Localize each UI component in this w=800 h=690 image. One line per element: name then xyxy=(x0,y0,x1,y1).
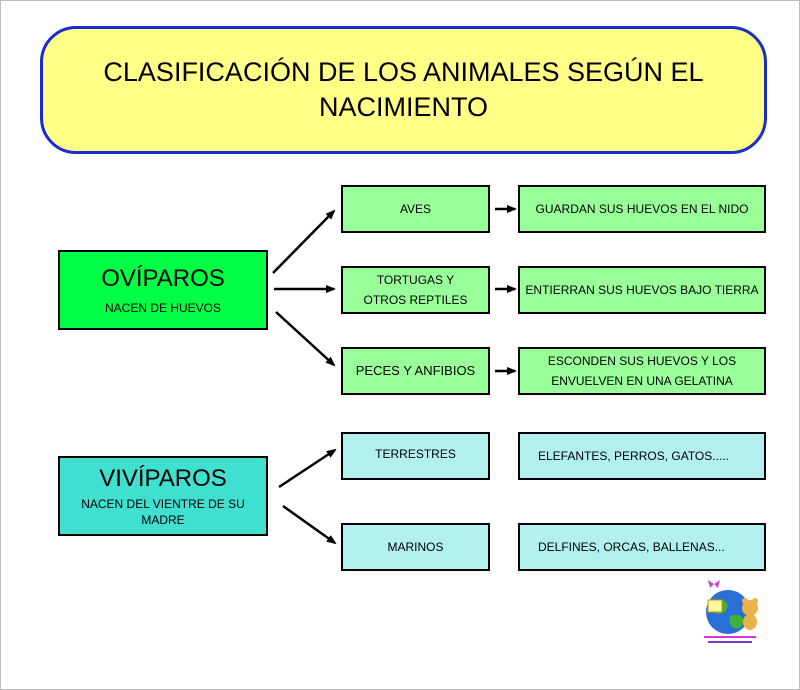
examples-text: ELEFANTES, PERROS, GATOS..... xyxy=(538,449,729,463)
globe-with-bear-logo-icon xyxy=(704,580,758,643)
examples-marinos: DELFINES, ORCAS, BALLENAS... xyxy=(518,523,766,571)
viviparos-subtitle-line1: NACEN DEL VIENTRE DE SU xyxy=(81,497,245,511)
oviparos-subtitle: NACEN DE HUEVOS xyxy=(104,301,222,315)
group-label: MARINOS xyxy=(387,540,444,554)
oviparos-box: OVÍPAROS NACEN DE HUEVOS xyxy=(58,250,268,330)
group-marinos: MARINOS xyxy=(341,523,490,571)
viviparos-subtitle-line2: MADRE xyxy=(141,513,185,527)
detail-text-line1: ESCONDEN SUS HUEVOS Y LOS xyxy=(547,354,737,368)
arrow-viviparos-terrestres xyxy=(278,448,337,489)
detail-text: ENTIERRAN SUS HUEVOS BAJO TIERRA xyxy=(525,283,759,297)
arrow-oviparos-peces xyxy=(275,311,336,367)
viviparos-box: VIVÍPAROS NACEN DEL VIENTRE DE SU MADRE xyxy=(58,456,268,536)
group-label-line1: TORTUGAS Y xyxy=(376,273,455,287)
viviparos-heading: VIVÍPAROS xyxy=(99,465,227,492)
detail-tortugas: ENTIERRAN SUS HUEVOS BAJO TIERRA xyxy=(518,266,766,314)
detail-text: GUARDAN SUS HUEVOS EN EL NIDO xyxy=(535,202,749,216)
title-box: CLASIFICACIÓN DE LOS ANIMALES SEGÚN EL N… xyxy=(40,26,767,154)
examples-text: DELFINES, ORCAS, BALLENAS... xyxy=(538,540,725,554)
page-title: CLASIFICACIÓN DE LOS ANIMALES SEGÚN EL N… xyxy=(103,57,704,122)
group-label-line2: OTROS REPTILES xyxy=(363,293,468,307)
arrow-oviparos-aves xyxy=(272,209,336,274)
detail-text-line2: ENVUELVEN EN UNA GELATINA xyxy=(551,374,733,388)
arrow-viviparos-marinos xyxy=(282,504,337,545)
group-peces: PECES Y ANFIBIOS xyxy=(341,347,490,395)
group-label: AVES xyxy=(399,202,432,216)
detail-aves: GUARDAN SUS HUEVOS EN EL NIDO xyxy=(518,185,766,233)
group-label: PECES Y ANFIBIOS xyxy=(355,363,476,378)
group-aves: AVES xyxy=(341,185,490,233)
examples-terrestres: ELEFANTES, PERROS, GATOS..... xyxy=(518,432,766,480)
group-terrestres: TERRESTRES xyxy=(341,432,490,480)
group-label: TERRESTRES xyxy=(375,447,456,461)
group-tortugas: TORTUGAS Y OTROS REPTILES xyxy=(341,266,490,314)
oviparos-heading: OVÍPAROS xyxy=(101,265,225,292)
detail-peces: ESCONDEN SUS HUEVOS Y LOS ENVUELVEN EN U… xyxy=(518,347,766,395)
